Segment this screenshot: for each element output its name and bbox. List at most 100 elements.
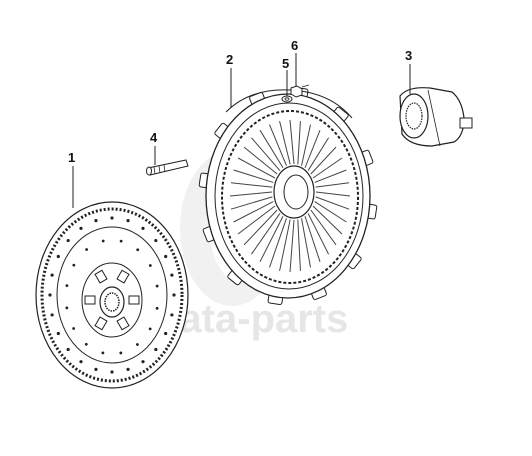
diaphragm-finger <box>237 205 276 235</box>
diaphragm-finger <box>233 201 274 223</box>
disc-rivet <box>65 284 69 288</box>
disc-rivet <box>84 342 88 346</box>
disc-rivet <box>66 238 70 243</box>
cover-top-edge <box>225 89 353 119</box>
diaphragm-finger <box>315 182 350 188</box>
diaphragm-finger <box>243 209 278 246</box>
washer-hole <box>284 97 290 101</box>
disc-rivet <box>110 370 114 374</box>
nut-axis <box>301 84 310 88</box>
diaphragm-finger <box>289 119 295 165</box>
diaphragm-finger <box>304 129 321 168</box>
disc-friction-inner <box>56 226 168 364</box>
disc-rivet <box>110 216 114 220</box>
nut-hex <box>290 85 303 98</box>
washer <box>281 95 293 103</box>
diaphragm-finger <box>243 146 278 175</box>
disc-rivets <box>48 216 176 374</box>
disc-hub-plate <box>81 262 143 338</box>
diaphragm-finger <box>301 218 312 268</box>
disc-rivet <box>50 273 54 277</box>
disc-rivet <box>170 273 174 277</box>
disc-spring-window <box>116 269 130 284</box>
diaphragm-bore <box>283 174 309 210</box>
disc-spring-window <box>84 295 96 305</box>
disc-rivet <box>48 293 52 297</box>
release-bearing <box>399 87 473 147</box>
diaphragm-finger <box>312 157 343 179</box>
disc-rivet <box>126 367 130 371</box>
disc-rivet <box>72 263 76 267</box>
bolt-thread-1 <box>153 166 156 175</box>
disc-rivet <box>66 347 70 352</box>
clutch-disc <box>35 201 189 389</box>
disc-rivet <box>164 331 168 336</box>
bearing-tab <box>459 117 473 129</box>
disc-rivet <box>136 343 139 346</box>
disc-rivet <box>164 254 168 259</box>
disc-rivet <box>154 238 158 243</box>
diaphragm-finger <box>269 124 287 166</box>
disc-outer-rim <box>35 201 189 389</box>
diaphragm-finger <box>310 209 337 246</box>
diaphragm-finger <box>279 121 291 165</box>
diaphragm-finger <box>297 219 301 271</box>
diaphragm-finger <box>289 219 295 273</box>
bearing-bore <box>405 102 423 130</box>
diaphragm-finger <box>259 216 284 263</box>
diaphragm-finger <box>269 218 287 268</box>
disc-spring-windows <box>84 269 140 331</box>
disc-hub-spline <box>104 292 120 312</box>
disc-rivet <box>56 331 60 336</box>
diaphragm-finger <box>259 129 284 169</box>
disc-rivet <box>170 313 174 317</box>
diaphragm-finger <box>237 157 276 179</box>
diaphragm-finger <box>230 196 273 210</box>
disc-rivet <box>79 360 83 364</box>
bearing-rim-line <box>427 89 441 147</box>
callout-leaders <box>72 53 411 208</box>
diaphragm-finger <box>297 121 301 165</box>
disc-friction-ring <box>40 207 184 383</box>
disc-rivet <box>94 219 98 223</box>
disc-rivet <box>79 226 83 230</box>
diaphragm-finger <box>314 169 347 183</box>
bolt-thread-3 <box>163 164 166 173</box>
diaphragm-finger <box>304 216 321 262</box>
diaphragm-finger <box>301 124 312 166</box>
diaphragm-finger <box>251 137 281 171</box>
disc-rivet <box>126 219 130 223</box>
disc-rivet <box>141 360 145 364</box>
diaphragm-finger <box>233 169 274 183</box>
disc-rivet <box>155 306 159 310</box>
disc-rivet <box>101 351 105 355</box>
disc-rivet <box>94 367 98 371</box>
disc-rivet <box>65 306 69 310</box>
pressure-plate <box>198 86 378 306</box>
cover-ring-inner <box>221 110 359 284</box>
diaphragm-finger <box>229 191 273 197</box>
disc-rivet <box>154 347 158 352</box>
callout-2: 2 <box>226 52 233 67</box>
diaphragm-finger <box>307 213 330 255</box>
disc-rivet <box>56 254 60 259</box>
diaphragm-finger <box>307 137 329 171</box>
diaphragm-finger <box>315 191 351 197</box>
diaphragm-finger <box>314 201 347 223</box>
disc-spring-window <box>94 316 108 331</box>
disc-rivet <box>136 248 140 252</box>
diaphragm-spring-fingers <box>229 119 351 273</box>
bolt-thread-2 <box>158 165 161 174</box>
disc-rivet <box>119 239 123 243</box>
bolt-end <box>146 166 152 176</box>
diaphragm-finger <box>251 213 281 255</box>
diaphragm-finger <box>279 219 291 271</box>
cover-ring <box>214 102 364 290</box>
nut <box>290 84 310 98</box>
callout-1: 1 <box>68 150 75 165</box>
disc-rivet <box>101 239 105 243</box>
disc-rivet <box>141 226 145 230</box>
diaphragm-finger <box>230 182 273 188</box>
callout-5: 5 <box>282 56 289 71</box>
